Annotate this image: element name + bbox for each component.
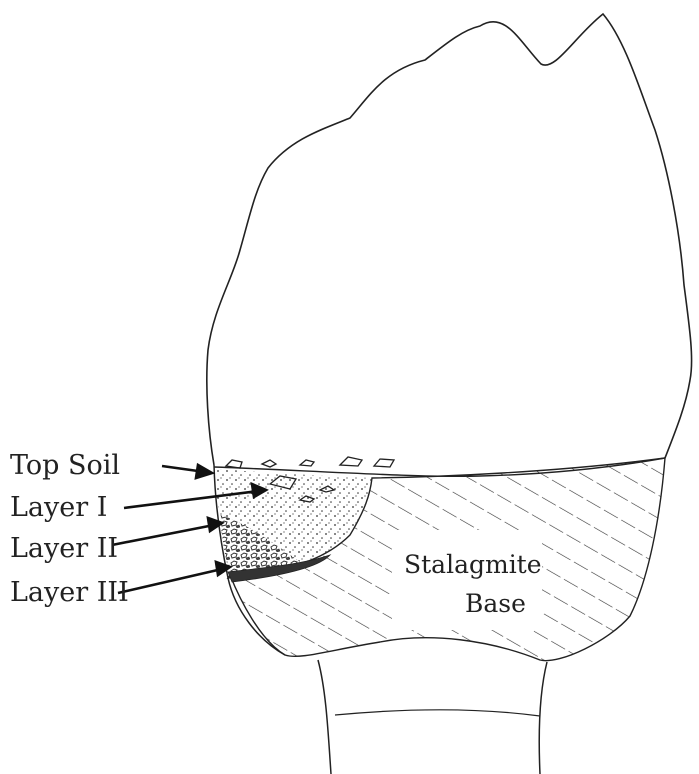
label-stalagmite: Stalagmite	[404, 552, 542, 577]
stalagmite-neck-right	[539, 662, 547, 774]
stalagmite-neck-left	[318, 660, 331, 774]
stalagmite-upper-outline	[207, 14, 692, 465]
arrow-layer-ii	[112, 525, 214, 545]
arrow-layer-iii	[118, 569, 222, 593]
arrowhead-top-soil	[196, 465, 212, 478]
label-top-soil: Top Soil	[10, 452, 120, 479]
label-layer-ii: Layer II	[10, 535, 118, 562]
label-base: Base	[465, 591, 526, 616]
label-layer-iii: Layer III	[10, 579, 129, 606]
label-layer-i: Layer I	[10, 494, 107, 521]
stalagmite-neck-ring	[335, 710, 540, 716]
